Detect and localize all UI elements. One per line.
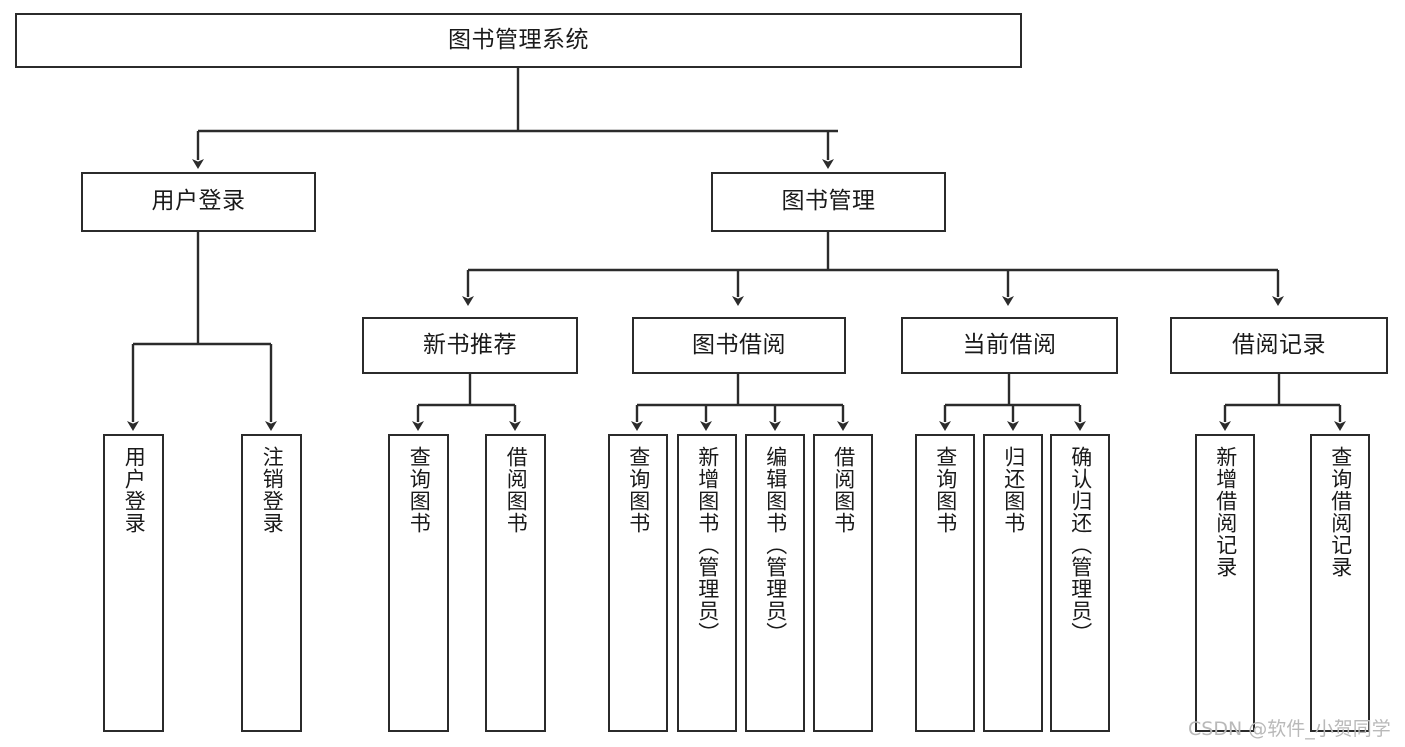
leaf-current-borrow-return-book[interactable]: 归还图书 (983, 434, 1043, 732)
leaf-new-book-borrow-book-label: 借阅图书 (504, 446, 529, 534)
node-root-label: 图书管理系统 (448, 26, 589, 53)
leaf-book-borrow-edit-book-admin-label: 编辑图书（管理员） (763, 446, 788, 644)
leaf-new-book-query-book[interactable]: 查询图书 (388, 434, 449, 732)
leaf-user-login-logout-label: 注销登录 (260, 446, 285, 534)
leaf-borrow-record-add-record[interactable]: 新增借阅记录 (1195, 434, 1255, 732)
csdn-watermark: CSDN @软件_小贺同学 (1188, 718, 1391, 740)
leaf-current-borrow-query-book[interactable]: 查询图书 (915, 434, 975, 732)
node-root-book-management-system[interactable]: 图书管理系统 (15, 13, 1022, 68)
node-book-management-label: 图书管理 (781, 188, 876, 215)
leaf-user-login-login[interactable]: 用户登录 (103, 434, 164, 732)
leaf-book-borrow-query-book-label: 查询图书 (626, 446, 651, 534)
leaf-book-borrow-add-book-admin[interactable]: 新增图书（管理员） (677, 434, 737, 732)
leaf-user-login-logout[interactable]: 注销登录 (241, 434, 302, 732)
leaf-borrow-record-add-record-label: 新增借阅记录 (1213, 446, 1238, 578)
leaf-new-book-query-book-label: 查询图书 (407, 446, 432, 534)
leaf-book-borrow-borrow-book[interactable]: 借阅图书 (813, 434, 873, 732)
leaf-current-borrow-confirm-return-admin-label: 确认归还（管理员） (1068, 446, 1093, 644)
node-book-borrow[interactable]: 图书借阅 (632, 317, 846, 374)
node-user-login[interactable]: 用户登录 (81, 172, 316, 232)
node-user-login-label: 用户登录 (151, 188, 246, 215)
node-book-borrow-label: 图书借阅 (692, 331, 786, 358)
leaf-current-borrow-return-book-label: 归还图书 (1001, 446, 1026, 534)
leaf-book-borrow-add-book-admin-label: 新增图书（管理员） (695, 446, 720, 644)
node-borrow-record[interactable]: 借阅记录 (1170, 317, 1388, 374)
leaf-borrow-record-query-record[interactable]: 查询借阅记录 (1310, 434, 1370, 732)
leaf-book-borrow-query-book[interactable]: 查询图书 (608, 434, 668, 732)
leaf-borrow-record-query-record-label: 查询借阅记录 (1328, 446, 1353, 578)
leaf-book-borrow-edit-book-admin[interactable]: 编辑图书（管理员） (745, 434, 805, 732)
leaf-book-borrow-borrow-book-label: 借阅图书 (831, 446, 856, 534)
leaf-user-login-login-label: 用户登录 (122, 446, 147, 534)
node-current-borrow-label: 当前借阅 (962, 331, 1057, 358)
node-current-borrow[interactable]: 当前借阅 (901, 317, 1118, 374)
leaf-current-borrow-query-book-label: 查询图书 (933, 446, 958, 534)
leaf-new-book-borrow-book[interactable]: 借阅图书 (485, 434, 546, 732)
node-book-management[interactable]: 图书管理 (711, 172, 946, 232)
node-new-book-recommend[interactable]: 新书推荐 (362, 317, 578, 374)
leaf-current-borrow-confirm-return-admin[interactable]: 确认归还（管理员） (1050, 434, 1110, 732)
node-borrow-record-label: 借阅记录 (1232, 331, 1326, 358)
node-new-book-recommend-label: 新书推荐 (423, 331, 517, 358)
